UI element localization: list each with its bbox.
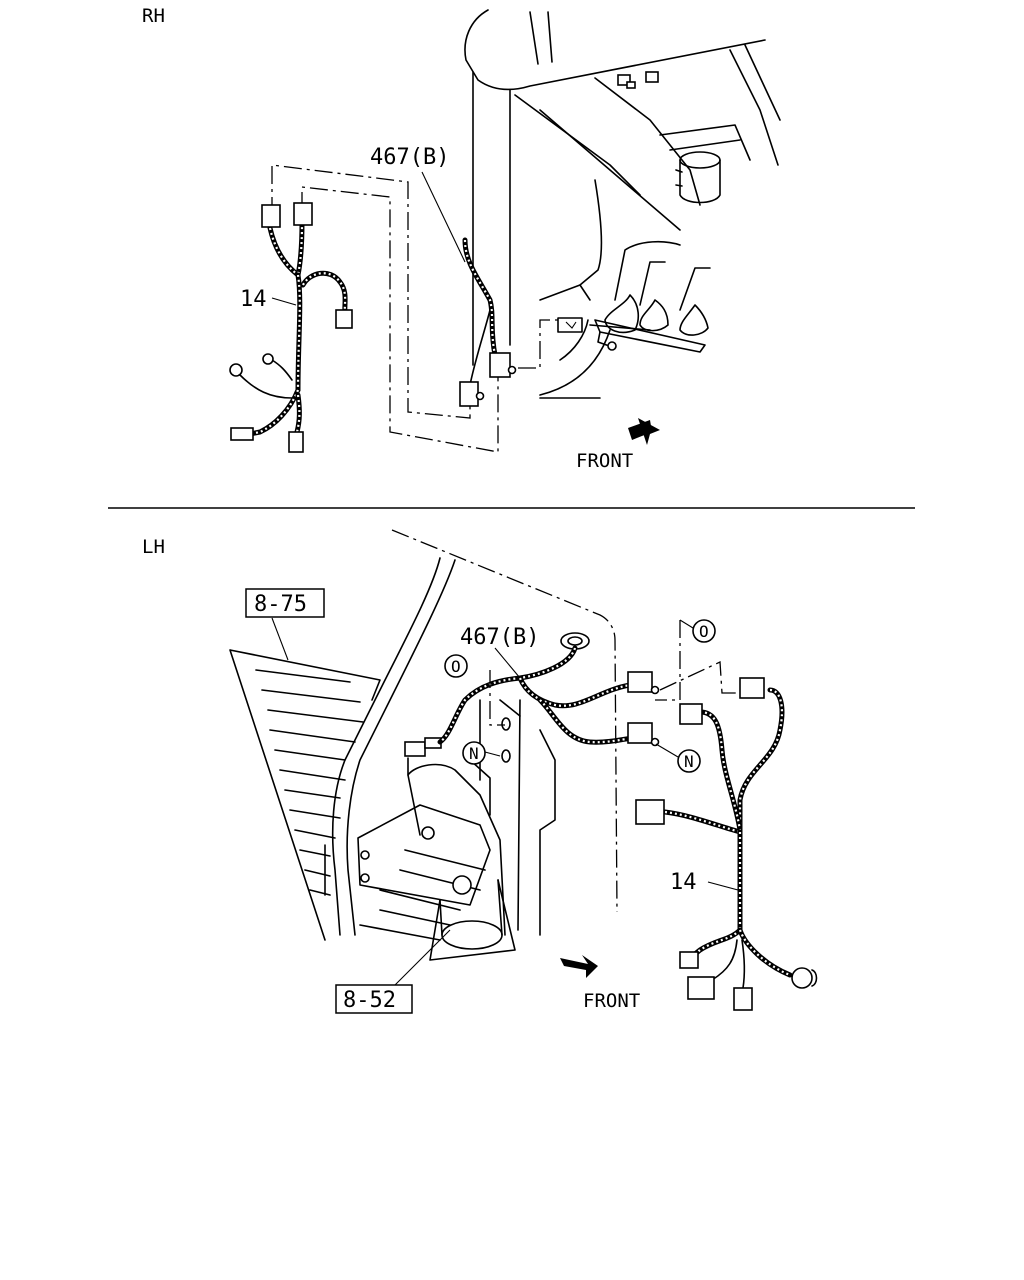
lh-mark-o-2 <box>692 619 716 643</box>
lh-front-arrow-icon <box>560 955 598 978</box>
rh-467b-connector-1 <box>489 352 511 378</box>
lh-ref-top: 8-75 <box>254 592 307 617</box>
lh-front-label: FRONT <box>583 990 640 1012</box>
rh-dashed-routes <box>271 164 558 453</box>
lh-connector-2 <box>679 703 703 725</box>
rh-body-panel <box>464 9 781 399</box>
lh-mark-o-1 <box>444 654 468 678</box>
rh-harness-14: 14 <box>229 202 353 453</box>
lh-mark-n-2 <box>677 749 701 773</box>
rh-part-467b: 467(B) <box>370 145 517 407</box>
rh-connector-3 <box>335 309 353 329</box>
lh-ref-bottom: 8-52 <box>343 988 396 1013</box>
lh-mark-o-2-label: O <box>699 622 709 641</box>
lh-connector-1 <box>739 677 765 699</box>
lh-bracket-8-52: 8-52 <box>324 699 556 1014</box>
lh-connector-3 <box>635 799 665 825</box>
lh-mark-o-1-label: O <box>451 657 461 676</box>
lh-body-outline <box>331 529 618 936</box>
lh-section-label: LH <box>142 536 165 558</box>
lh-connector-6 <box>733 987 753 1011</box>
rh-front-label: FRONT <box>576 450 633 472</box>
lh-connector-5 <box>687 976 715 1000</box>
lh-part-label: 467(B) <box>460 625 539 650</box>
rh-467b-connector-2 <box>459 381 479 407</box>
lh-467b-connector-1 <box>627 671 653 693</box>
rh-harness-label: 14 <box>240 287 267 312</box>
lh-harness-14: 14 <box>635 677 818 1011</box>
lh-mark-n-1 <box>462 741 486 765</box>
lh-section: LH 8-75 <box>142 529 818 1014</box>
lh-mark-n-2-label: N <box>684 752 694 771</box>
rh-front-indicator: FRONT <box>576 418 660 472</box>
rh-terminal <box>262 353 274 365</box>
lh-467b-connector-2 <box>627 722 653 744</box>
lh-panel-8-75: 8-75 <box>229 588 486 941</box>
lh-part-467b: 467(B) <box>437 620 740 747</box>
rh-connector-5 <box>288 431 304 453</box>
lh-ref-box-top <box>245 588 325 618</box>
rh-section: RH <box>142 5 781 472</box>
lh-front-indicator: FRONT <box>560 955 640 1012</box>
rh-connector-4 <box>230 427 254 441</box>
rh-connector-1 <box>261 204 281 228</box>
rh-ring-terminal <box>229 363 243 377</box>
lh-harness-label: 14 <box>670 870 697 895</box>
lh-circle-marks: O N O N <box>444 619 716 773</box>
rh-section-label: RH <box>142 5 165 27</box>
rh-part-label: 467(B) <box>370 145 449 170</box>
lh-ref-box-bottom <box>335 984 413 1014</box>
lh-mark-n-1-label: N <box>469 744 479 763</box>
lh-connector-4 <box>679 951 699 969</box>
lh-bulb-socket <box>791 967 813 989</box>
rh-connector-2 <box>293 202 313 226</box>
